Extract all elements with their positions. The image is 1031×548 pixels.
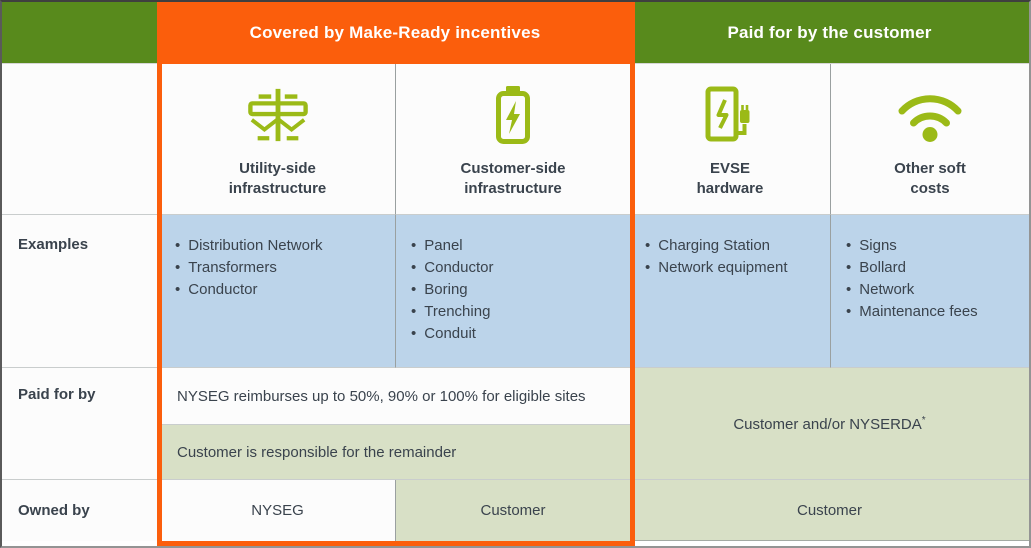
list-item: Charging Station [645,235,820,257]
examples-evse-cell: Charging Station Network equipment [630,215,831,368]
column-label-utility-side: Utility-side infrastructure [228,160,327,197]
header-make-ready: Covered by Make-Ready incentives [160,2,630,64]
examples-soft-costs-list: Signs Bollard Network Maintenance fees [846,235,1019,323]
row-label-owned-by: Owned by [2,480,160,541]
examples-utility-side-cell: Distribution Network Transformers Conduc… [160,215,396,368]
table-grid: Covered by Make-Ready incentives Paid fo… [2,2,1029,541]
battery-charge-icon [493,83,533,147]
examples-evse-list: Charging Station Network equipment [645,235,820,279]
header-customer-paid-label: Paid for by the customer [727,22,932,42]
list-item: Panel [411,235,620,257]
header-customer-paid: Paid for by the customer [630,2,1029,64]
list-item: Maintenance fees [846,301,1019,323]
list-item: Conductor [175,279,385,301]
column-other-soft-costs: Other soft costs [831,64,1029,215]
evse-charger-icon [701,83,759,147]
column-customer-side: Customer-side infrastructure [396,64,630,215]
owned-customer-side-cell: Customer [396,480,630,541]
list-item: Transformers [175,257,385,279]
utility-pole-icon [244,83,312,147]
examples-customer-side-cell: Panel Conductor Boring Trenching Conduit [396,215,630,368]
paid-customer-section-cell: Customer and/or NYSERDA* [630,368,1029,480]
list-item: Conduit [411,323,620,345]
paid-make-ready-remainder-text: Customer is responsible for the remainde… [177,443,457,461]
column-utility-side: Utility-side infrastructure [160,64,396,215]
header-corner-cell [2,2,160,64]
row-label-examples: Examples [2,215,160,368]
icon-row-spacer [2,64,160,215]
list-item: Boring [411,279,620,301]
wifi-icon [894,83,966,147]
list-item: Signs [846,235,1019,257]
examples-customer-side-list: Panel Conductor Boring Trenching Conduit [411,235,620,345]
footnote-marker: * [921,414,926,426]
row-label-paid-for-by: Paid for by [2,368,160,480]
column-evse-hardware: EVSE hardware [630,64,831,215]
list-item: Bollard [846,257,1019,279]
owned-customer-section-cell: Customer [630,480,1029,541]
list-item: Network [846,279,1019,301]
paid-make-ready-reimburse-cell: NYSEG reimburses up to 50%, 90% or 100% … [160,368,630,425]
list-item: Distribution Network [175,235,385,257]
list-item: Network equipment [645,257,820,279]
paid-make-ready-reimburse-text: NYSEG reimburses up to 50%, 90% or 100% … [177,387,586,405]
paid-make-ready-remainder-cell: Customer is responsible for the remainde… [160,425,630,480]
column-label-other-soft-costs: Other soft costs [894,160,966,197]
column-label-evse-hardware: EVSE hardware [696,160,764,197]
owned-utility-side-cell: NYSEG [160,480,396,541]
column-label-customer-side: Customer-side infrastructure [460,160,566,197]
list-item: Conductor [411,257,620,279]
examples-soft-costs-cell: Signs Bollard Network Maintenance fees [831,215,1029,368]
list-item: Trenching [411,301,620,323]
header-make-ready-label: Covered by Make-Ready incentives [249,23,541,42]
examples-utility-side-list: Distribution Network Transformers Conduc… [175,235,385,301]
paid-customer-section-text: Customer and/or NYSERDA* [733,414,926,433]
